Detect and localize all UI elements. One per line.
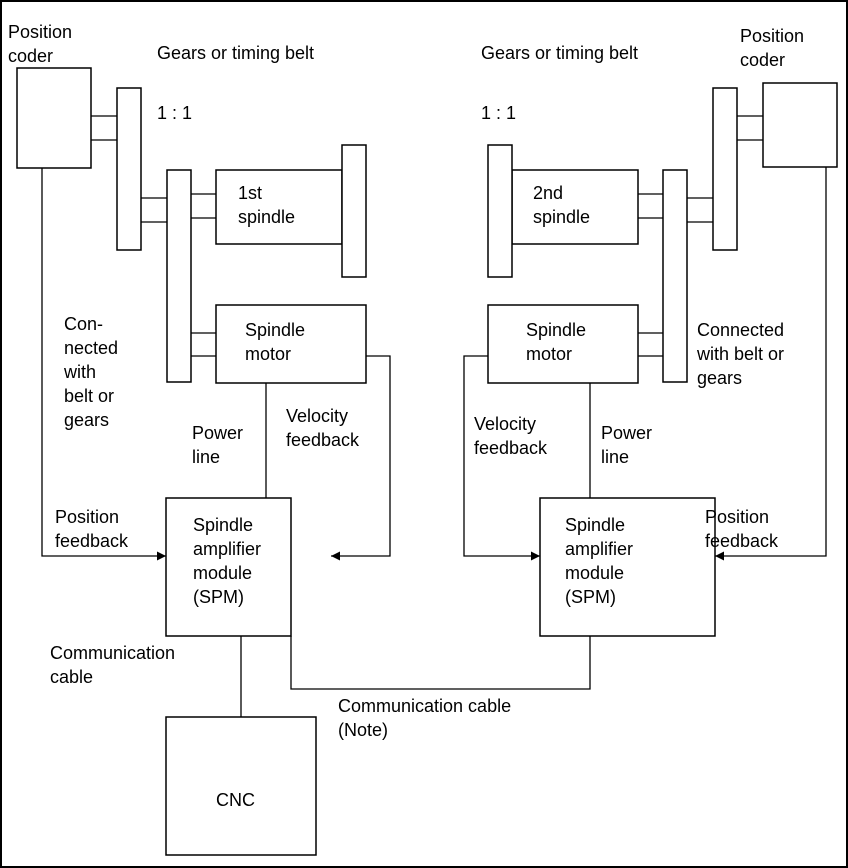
- power-line-right-label: Power line: [601, 423, 652, 467]
- communication-cable-left-label: Communication cable: [50, 643, 175, 687]
- connected-left-label: Con-nected with belt or gears: [63, 314, 118, 430]
- spm-right-label: Spindle amplifier module (SPM): [565, 515, 633, 607]
- spm-left-label-line: Spindle: [193, 515, 253, 535]
- spindle-motor-left-label-line: motor: [245, 344, 291, 364]
- position-feedback-left-label: Position feedback: [55, 507, 129, 551]
- gear-left-inner: [166, 169, 192, 383]
- connected-left-label-line: with: [63, 362, 96, 382]
- position-coder-right-box: [762, 82, 838, 168]
- velocity-feedback-left-label-line: feedback: [286, 430, 360, 450]
- spindle-motor-right-box: [487, 304, 639, 384]
- spm-right-label-line: amplifier: [565, 539, 633, 559]
- connected-right-label-line: Connected: [697, 320, 784, 340]
- velocity-feedback-left-label-line: Velocity: [286, 406, 348, 426]
- communication-cable-left-label-line: Communication: [50, 643, 175, 663]
- second-spindle-label: 2nd spindle: [533, 183, 590, 227]
- power-line-left-label: Power line: [192, 423, 243, 467]
- velocity-feedback-right-label: Velocity feedback: [474, 414, 548, 458]
- spm-left-label: Spindle amplifier module (SPM): [193, 515, 261, 607]
- communication-cable-mid-label: Communication cable (Note): [338, 696, 511, 740]
- spm-right-label-line: Spindle: [565, 515, 625, 535]
- second-spindle-label-line: spindle: [533, 207, 590, 227]
- velocity-feedback-left-line: [331, 355, 391, 561]
- spindle-motor-right-label-line: motor: [526, 344, 572, 364]
- position-feedback-right-label: Position feedback: [705, 507, 779, 551]
- first-spindle-label: 1st spindle: [238, 183, 295, 227]
- position-coder-left-label: Position coder: [8, 22, 72, 66]
- position-coder-right-label-line: coder: [740, 50, 785, 70]
- gear-left-outer: [116, 87, 142, 251]
- spindle-motor-right-label-line: Spindle: [526, 320, 586, 340]
- second-spindle-end: [487, 144, 513, 278]
- position-coder-left-label-line: coder: [8, 46, 53, 66]
- spm-right-label-line: module: [565, 563, 624, 583]
- position-coder-right-label: Position coder: [740, 26, 804, 70]
- cnc-label: CNC: [216, 790, 255, 810]
- spindle-motor-left-label: Spindle motor: [245, 320, 305, 364]
- spindle-motor-left-label-line: Spindle: [245, 320, 305, 340]
- gear-right-inner: [662, 169, 688, 383]
- second-spindle-label-line: 2nd: [533, 183, 563, 203]
- position-feedback-right-label-line: feedback: [705, 531, 779, 551]
- spindle-motor-left-box: [215, 304, 367, 384]
- communication-cable-left-label-line: cable: [50, 667, 93, 687]
- position-feedback-left-line: [41, 168, 166, 561]
- power-line-left-label-line: Power: [192, 423, 243, 443]
- power-line-left-label-line: line: [192, 447, 220, 467]
- first-spindle-label-line: spindle: [238, 207, 295, 227]
- connected-left-label-line: belt or: [64, 386, 114, 406]
- velocity-feedback-right-label-line: feedback: [474, 438, 548, 458]
- spm-left-label-line: module: [193, 563, 252, 583]
- position-feedback-left-label-line: feedback: [55, 531, 129, 551]
- spm-left-label-line: (SPM): [193, 587, 244, 607]
- first-spindle-label-line: 1st: [238, 183, 262, 203]
- power-line-right-label-line: line: [601, 447, 629, 467]
- first-spindle-box: [215, 169, 343, 245]
- position-coder-right-label-line: Position: [740, 26, 804, 46]
- gear-right-outer: [712, 87, 738, 251]
- connected-left-label-line: nected: [64, 338, 118, 358]
- communication-cable-mid-label-line: (Note): [338, 720, 388, 740]
- connected-left-label-line: Con-: [64, 314, 103, 334]
- position-coder-left-label-line: Position: [8, 22, 72, 42]
- position-feedback-right-line: [715, 167, 827, 561]
- velocity-feedback-right-line: [463, 355, 540, 561]
- connected-left-label-line: gears: [64, 410, 109, 430]
- first-spindle-end: [341, 144, 367, 278]
- communication-cable-mid-line: [290, 636, 591, 690]
- communication-cable-mid-label-line: Communication cable: [338, 696, 511, 716]
- connected-right-label: Connected with belt or gears: [696, 320, 784, 388]
- position-coder-left-box: [16, 67, 92, 169]
- gears-left-label: Gears or timing belt: [157, 43, 314, 63]
- ratio-right-label: 1 : 1: [481, 103, 516, 123]
- gears-right-label: Gears or timing belt: [481, 43, 638, 63]
- cnc-box: [165, 716, 317, 856]
- spm-right-label-line: (SPM): [565, 587, 616, 607]
- spm-left-box: [165, 497, 292, 637]
- spm-left-label-line: amplifier: [193, 539, 261, 559]
- connected-right-label-line: gears: [697, 368, 742, 388]
- velocity-feedback-right-label-line: Velocity: [474, 414, 536, 434]
- spindle-motor-right-label: Spindle motor: [526, 320, 586, 364]
- connected-right-label-line: with belt or: [696, 344, 784, 364]
- ratio-left-label: 1 : 1: [157, 103, 192, 123]
- position-feedback-right-label-line: Position: [705, 507, 769, 527]
- spm-right-box: [539, 497, 716, 637]
- position-feedback-left-label-line: Position: [55, 507, 119, 527]
- velocity-feedback-left-label: Velocity feedback: [286, 406, 360, 450]
- power-line-right-label-line: Power: [601, 423, 652, 443]
